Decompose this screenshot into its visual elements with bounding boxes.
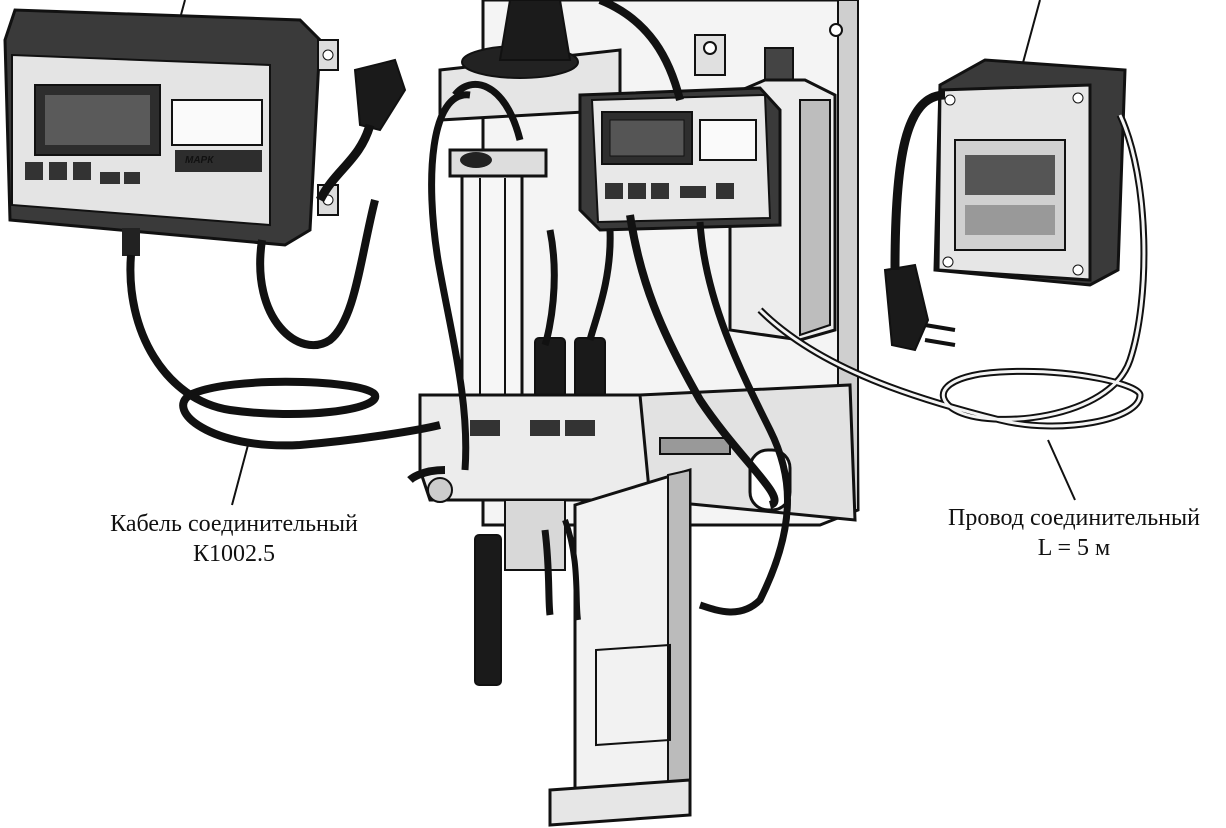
interconnect-cable-k1002 (122, 228, 441, 450)
caption-cable-name: Кабель соединительный (110, 511, 358, 537)
internal-cables (407, 0, 791, 621)
reagent-bottle (728, 47, 837, 342)
right-power-plug (883, 90, 956, 352)
brand-label-text: МАРК (185, 155, 214, 166)
caption-connecting-wire: Провод соединительный L = 5 м (916, 503, 1226, 563)
floor-stand (548, 467, 692, 827)
caption-connecting-cable: Кабель соединительный К1002.5 (64, 509, 404, 569)
connecting-wire-5m (757, 113, 1148, 430)
leader-line-cable (231, 444, 249, 506)
left-power-cord (256, 199, 379, 349)
left-controller-unit: МАРК (3, 8, 339, 247)
flow-cell-column (448, 148, 548, 423)
caption-cable-code: К1002.5 (192, 541, 275, 567)
central-controller (578, 86, 782, 232)
leader-line-wire (1047, 439, 1076, 501)
caption-wire-length: L = 5 м (1037, 535, 1111, 561)
left-power-plug (315, 58, 407, 203)
right-junction-box (933, 58, 1127, 287)
top-funnel-assembly (438, 0, 726, 122)
caption-wire-name: Провод соединительный (948, 505, 1200, 531)
